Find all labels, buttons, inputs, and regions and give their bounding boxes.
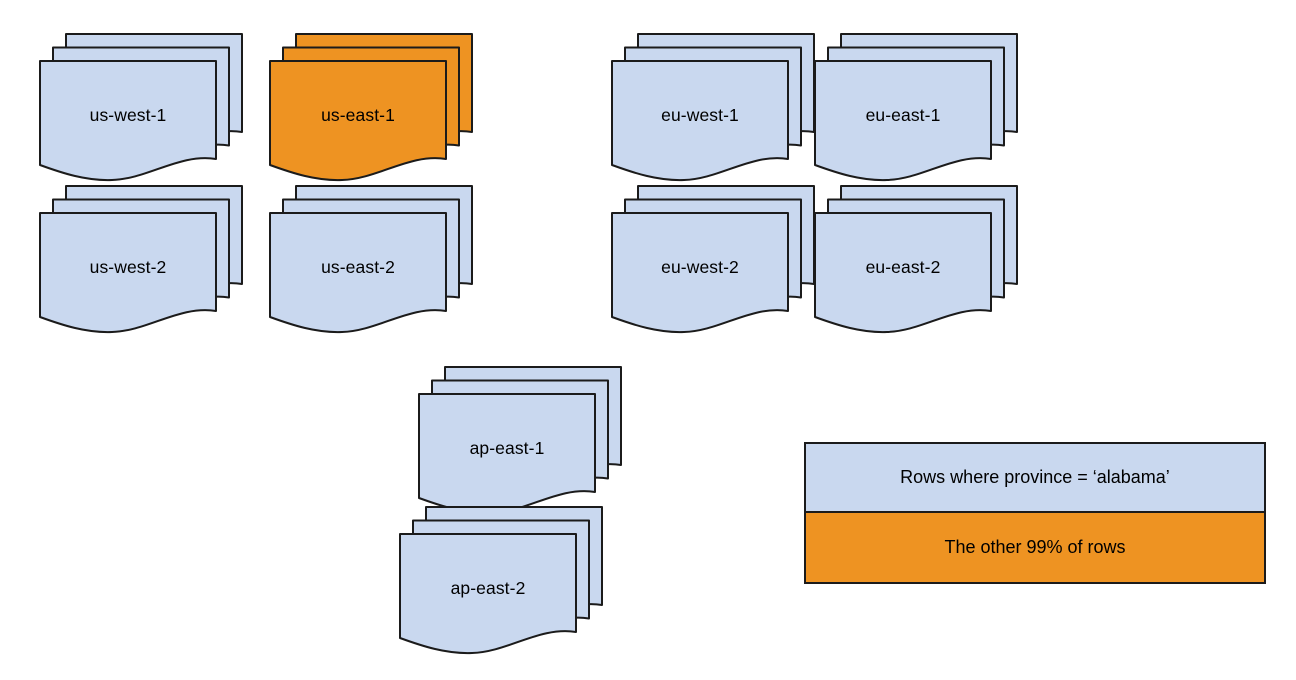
region-stack-shape xyxy=(269,33,473,182)
document-sheet xyxy=(611,60,789,182)
region-stack-shape xyxy=(39,33,243,182)
region-stack-us-east-2[interactable]: us-east-2 xyxy=(250,169,473,334)
region-stack-us-west-2[interactable]: us-west-2 xyxy=(20,169,243,334)
region-stack-us-west-1[interactable]: us-west-1 xyxy=(20,17,243,182)
region-stack-shape xyxy=(814,185,1018,334)
document-sheet xyxy=(814,60,992,182)
region-stack-us-east-1[interactable]: us-east-1 xyxy=(250,17,473,182)
region-stack-shape xyxy=(269,185,473,334)
legend-item-hot: The other 99% of rows xyxy=(806,513,1264,582)
document-sheet xyxy=(39,60,217,182)
document-sheet xyxy=(814,212,992,334)
region-stack-ap-east-2[interactable]: ap-east-2 xyxy=(380,490,603,655)
region-stack-eu-east-2[interactable]: eu-east-2 xyxy=(795,169,1018,334)
region-stack-shape xyxy=(418,366,622,515)
legend-label-cold: Rows where province = ‘alabama’ xyxy=(900,467,1170,487)
region-stack-shape xyxy=(39,185,243,334)
legend-label-hot: The other 99% of rows xyxy=(944,537,1126,557)
document-sheet xyxy=(269,212,447,334)
legend-item-cold: Rows where province = ‘alabama’ xyxy=(806,444,1264,513)
region-stack-eu-east-1[interactable]: eu-east-1 xyxy=(795,17,1018,182)
region-stack-shape xyxy=(399,506,603,655)
region-stack-shape xyxy=(611,33,815,182)
document-sheet xyxy=(611,212,789,334)
region-stack-ap-east-1[interactable]: ap-east-1 xyxy=(399,350,622,515)
region-stack-eu-west-2[interactable]: eu-west-2 xyxy=(592,169,815,334)
region-stack-shape xyxy=(611,185,815,334)
legend: Rows where province = ‘alabama’ The othe… xyxy=(804,442,1266,584)
document-sheet xyxy=(269,60,447,182)
region-stack-shape xyxy=(814,33,1018,182)
document-sheet xyxy=(39,212,217,334)
document-sheet xyxy=(399,533,577,655)
region-stack-eu-west-1[interactable]: eu-west-1 xyxy=(592,17,815,182)
